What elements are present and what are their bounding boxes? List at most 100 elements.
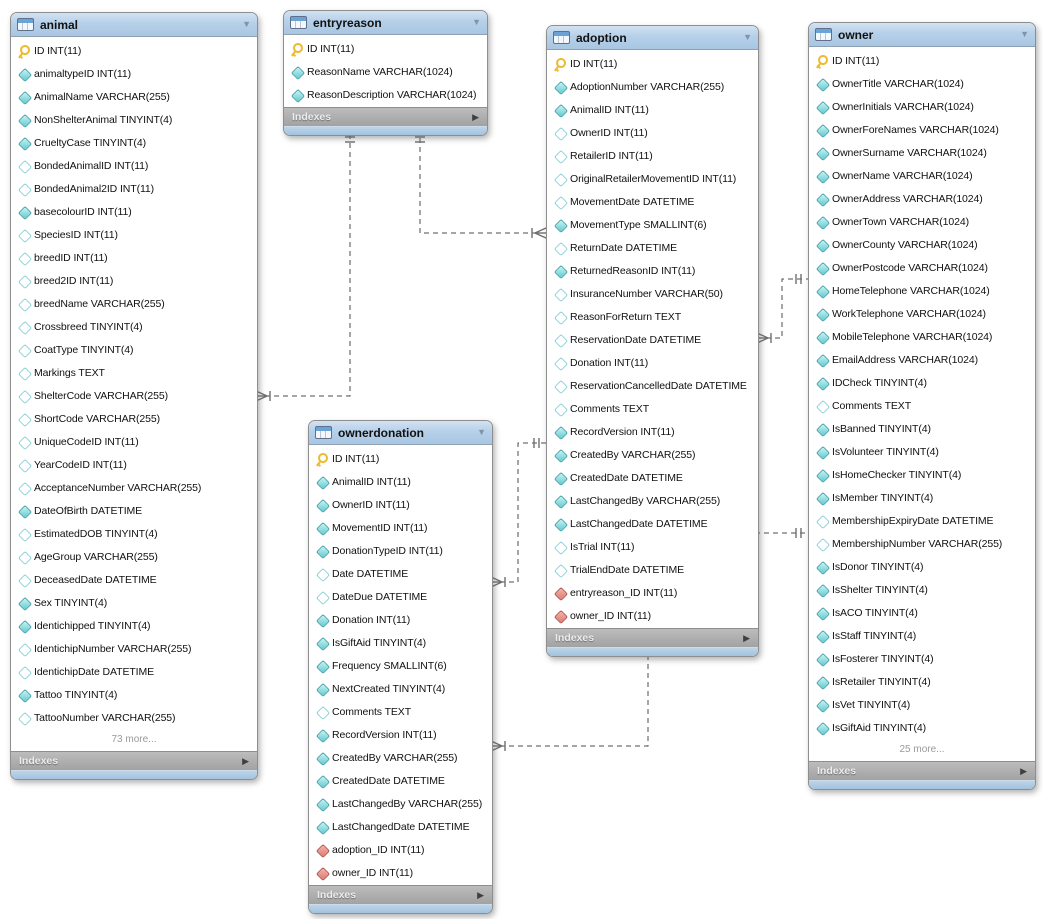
column-row[interactable]: InsuranceNumber VARCHAR(50): [547, 282, 758, 305]
column-row[interactable]: IsVet TINYINT(4): [809, 693, 1035, 716]
column-row[interactable]: MovementDate DATETIME: [547, 190, 758, 213]
column-row[interactable]: TrialEndDate DATETIME: [547, 558, 758, 581]
column-row[interactable]: OwnerPostcode VARCHAR(1024): [809, 256, 1035, 279]
column-row[interactable]: NonShelterAnimal TINYINT(4): [11, 108, 257, 131]
column-row[interactable]: Comments TEXT: [547, 397, 758, 420]
column-row[interactable]: IsBanned TINYINT(4): [809, 417, 1035, 440]
column-row[interactable]: Identichipped TINYINT(4): [11, 614, 257, 637]
column-row[interactable]: IsHomeChecker TINYINT(4): [809, 463, 1035, 486]
expand-right-icon[interactable]: ▶: [743, 632, 750, 643]
column-row[interactable]: ReturnedReasonID INT(11): [547, 259, 758, 282]
table-header[interactable]: entryreason ▼: [284, 11, 487, 35]
chevron-down-icon[interactable]: ▼: [242, 19, 251, 29]
column-row[interactable]: ID INT(11): [11, 39, 257, 62]
column-row[interactable]: HomeTelephone VARCHAR(1024): [809, 279, 1035, 302]
column-row[interactable]: YearCodeID INT(11): [11, 453, 257, 476]
column-row[interactable]: MovementType SMALLINT(6): [547, 213, 758, 236]
column-row[interactable]: DonationTypeID INT(11): [309, 539, 492, 562]
column-row[interactable]: Crossbreed TINYINT(4): [11, 315, 257, 338]
table-header[interactable]: ownerdonation ▼: [309, 421, 492, 445]
column-row[interactable]: OwnerSurname VARCHAR(1024): [809, 141, 1035, 164]
column-row[interactable]: WorkTelephone VARCHAR(1024): [809, 302, 1035, 325]
column-row[interactable]: Frequency SMALLINT(6): [309, 654, 492, 677]
column-row[interactable]: breedName VARCHAR(255): [11, 292, 257, 315]
column-row[interactable]: AnimalName VARCHAR(255): [11, 85, 257, 108]
column-row[interactable]: EmailAddress VARCHAR(1024): [809, 348, 1035, 371]
column-row[interactable]: TattooNumber VARCHAR(255): [11, 706, 257, 729]
column-row[interactable]: OwnerInitials VARCHAR(1024): [809, 95, 1035, 118]
column-row[interactable]: basecolourID INT(11): [11, 200, 257, 223]
column-row[interactable]: ReasonForReturn TEXT: [547, 305, 758, 328]
column-row[interactable]: IsShelter TINYINT(4): [809, 578, 1035, 601]
column-row[interactable]: ReturnDate DATETIME: [547, 236, 758, 259]
column-row[interactable]: adoption_ID INT(11): [309, 838, 492, 861]
column-row[interactable]: CreatedDate DATETIME: [309, 769, 492, 792]
column-row[interactable]: OriginalRetailerMovementID INT(11): [547, 167, 758, 190]
column-row[interactable]: breedID INT(11): [11, 246, 257, 269]
column-row[interactable]: AnimalID INT(11): [547, 98, 758, 121]
relationship-animal-entryreason[interactable]: [255, 130, 355, 402]
column-row[interactable]: MobileTelephone VARCHAR(1024): [809, 325, 1035, 348]
column-row[interactable]: SpeciesID INT(11): [11, 223, 257, 246]
column-row[interactable]: IsGiftAid TINYINT(4): [809, 716, 1035, 739]
column-row[interactable]: Donation INT(11): [547, 351, 758, 374]
column-row[interactable]: DateOfBirth DATETIME: [11, 499, 257, 522]
column-row[interactable]: entryreason_ID INT(11): [547, 581, 758, 604]
table-header[interactable]: owner ▼: [809, 23, 1035, 47]
expand-right-icon[interactable]: ▶: [477, 889, 484, 900]
relationship-ownerdonation-adoption[interactable]: [490, 438, 546, 588]
more-columns-indicator[interactable]: 25 more...: [899, 744, 945, 755]
indexes-bar[interactable]: Indexes ▶: [284, 107, 487, 126]
chevron-down-icon[interactable]: ▼: [477, 427, 486, 437]
column-row[interactable]: CreatedDate DATETIME: [547, 466, 758, 489]
column-row[interactable]: owner_ID INT(11): [309, 861, 492, 884]
column-row[interactable]: ID INT(11): [309, 447, 492, 470]
expand-right-icon[interactable]: ▶: [242, 755, 249, 766]
column-row[interactable]: ID INT(11): [284, 37, 487, 60]
column-row[interactable]: BondedAnimal2ID INT(11): [11, 177, 257, 200]
column-row[interactable]: IdentichipNumber VARCHAR(255): [11, 637, 257, 660]
column-row[interactable]: IsRetailer TINYINT(4): [809, 670, 1035, 693]
column-row[interactable]: ShortCode VARCHAR(255): [11, 407, 257, 430]
indexes-bar[interactable]: Indexes ▶: [11, 751, 257, 770]
column-row[interactable]: MembershipExpiryDate DATETIME: [809, 509, 1035, 532]
column-row[interactable]: OwnerTown VARCHAR(1024): [809, 210, 1035, 233]
column-row[interactable]: CreatedBy VARCHAR(255): [309, 746, 492, 769]
column-row[interactable]: RecordVersion INT(11): [547, 420, 758, 443]
column-row[interactable]: LastChangedBy VARCHAR(255): [309, 792, 492, 815]
column-row[interactable]: LastChangedDate DATETIME: [547, 512, 758, 535]
column-row[interactable]: CrueltyCase TINYINT(4): [11, 131, 257, 154]
column-row[interactable]: animaltypeID INT(11): [11, 62, 257, 85]
column-row[interactable]: IsTrial INT(11): [547, 535, 758, 558]
expand-right-icon[interactable]: ▶: [472, 111, 479, 122]
column-row[interactable]: IsStaff TINYINT(4): [809, 624, 1035, 647]
column-row[interactable]: Date DATETIME: [309, 562, 492, 585]
column-row[interactable]: IsDonor TINYINT(4): [809, 555, 1035, 578]
chevron-down-icon[interactable]: ▼: [743, 32, 752, 42]
column-row[interactable]: CoatType TINYINT(4): [11, 338, 257, 361]
column-row[interactable]: IsGiftAid TINYINT(4): [309, 631, 492, 654]
column-row[interactable]: Tattoo TINYINT(4): [11, 683, 257, 706]
column-row[interactable]: IsFosterer TINYINT(4): [809, 647, 1035, 670]
column-row[interactable]: Comments TEXT: [809, 394, 1035, 417]
column-row[interactable]: RecordVersion INT(11): [309, 723, 492, 746]
column-row[interactable]: RetailerID INT(11): [547, 144, 758, 167]
column-row[interactable]: OwnerCounty VARCHAR(1024): [809, 233, 1035, 256]
column-row[interactable]: ReservationCancelledDate DATETIME: [547, 374, 758, 397]
column-row[interactable]: MovementID INT(11): [309, 516, 492, 539]
column-row[interactable]: ReasonDescription VARCHAR(1024): [284, 83, 487, 106]
column-row[interactable]: LastChangedBy VARCHAR(255): [547, 489, 758, 512]
more-columns-indicator[interactable]: 73 more...: [111, 734, 157, 745]
relationship-adoption-entryreason[interactable]: [415, 130, 547, 239]
column-row[interactable]: AnimalID INT(11): [309, 470, 492, 493]
column-row[interactable]: breed2ID INT(11): [11, 269, 257, 292]
column-row[interactable]: OwnerName VARCHAR(1024): [809, 164, 1035, 187]
column-row[interactable]: Markings TEXT: [11, 361, 257, 384]
column-row[interactable]: owner_ID INT(11): [547, 604, 758, 627]
column-row[interactable]: OwnerAddress VARCHAR(1024): [809, 187, 1035, 210]
column-row[interactable]: AcceptanceNumber VARCHAR(255): [11, 476, 257, 499]
chevron-down-icon[interactable]: ▼: [1020, 29, 1029, 39]
column-row[interactable]: IsMember TINYINT(4): [809, 486, 1035, 509]
column-row[interactable]: ReservationDate DATETIME: [547, 328, 758, 351]
column-row[interactable]: OwnerID INT(11): [547, 121, 758, 144]
